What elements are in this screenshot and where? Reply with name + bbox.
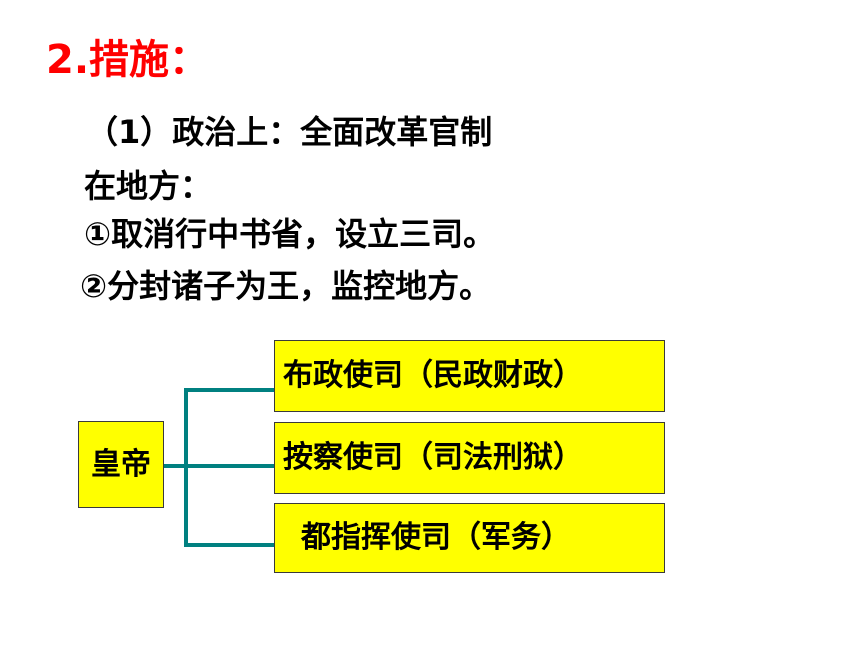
measure-item-1: ①取消行中书省，设立三司。 — [84, 215, 496, 253]
slide-heading: 2.措施： — [46, 37, 210, 83]
measure-item-2: ②分封诸子为王，监控地方。 — [80, 267, 492, 305]
branch-box-administration: 布政使司（民政财政） — [274, 340, 665, 412]
branch-box-judicial: 按察使司（司法刑狱） — [274, 422, 665, 494]
local-level-line: 在地方： — [84, 167, 213, 205]
emperor-box: 皇帝 — [78, 421, 164, 508]
branch-label-military: 都指挥使司（军务） — [301, 520, 571, 555]
branch-label-judicial: 按察使司（司法刑狱） — [283, 440, 583, 475]
political-measure-line: （1）政治上：全面改革官制 — [86, 113, 493, 151]
branch-label-administration: 布政使司（民政财政） — [283, 358, 583, 393]
emperor-label: 皇帝 — [91, 446, 151, 482]
branch-box-military: 都指挥使司（军务） — [274, 503, 665, 573]
